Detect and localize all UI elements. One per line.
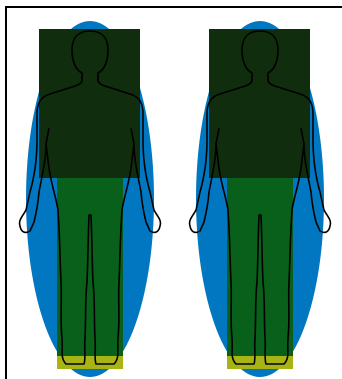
figure-right [190, 21, 331, 377]
upper-overlay-rect [209, 29, 310, 178]
upper-overlay-rect [39, 29, 140, 178]
lower-overlay-rect [227, 178, 293, 356]
figure-left [20, 21, 161, 377]
lower-overlay-rect [57, 178, 123, 356]
